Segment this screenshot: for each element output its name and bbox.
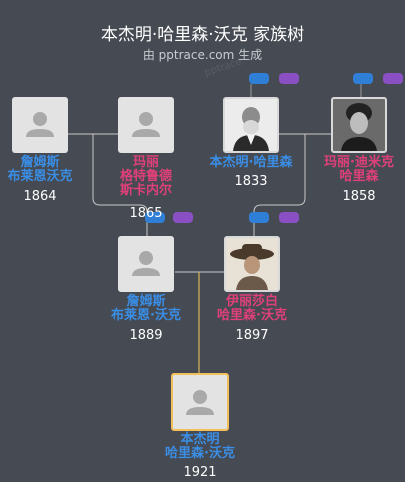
page-title: 本杰明·哈里森·沃克 家族树	[100, 25, 305, 45]
expand-father-button[interactable]	[145, 212, 165, 223]
person-birth-year: 1897	[235, 328, 269, 343]
person-birth-year: 1864	[23, 189, 57, 204]
person-name[interactable]: 本杰明·哈里森	[209, 155, 293, 170]
person-birth-year: 1858	[342, 189, 376, 204]
person-name[interactable]: 伊丽莎白 哈里森·沃克	[217, 294, 287, 323]
person-name[interactable]: 玛丽·迪米克 哈里森	[324, 155, 394, 184]
person-photo[interactable]	[224, 236, 280, 292]
expand-father-button[interactable]	[249, 212, 269, 223]
person-name[interactable]: 詹姆斯 布莱恩·沃克	[111, 294, 181, 323]
person-photo-placeholder[interactable]	[118, 97, 174, 153]
expand-mother-button[interactable]	[279, 212, 299, 223]
person-name[interactable]: 詹姆斯 布莱恩沃克	[7, 155, 73, 184]
focus-person-photo-placeholder[interactable]	[171, 373, 229, 431]
person-silhouette-icon	[132, 112, 160, 137]
person-photo[interactable]	[223, 97, 279, 153]
portrait-image	[226, 238, 278, 290]
person-photo-placeholder[interactable]	[12, 97, 68, 153]
focus-person-name[interactable]: 本杰明 哈里森·沃克	[165, 432, 235, 461]
person-name[interactable]: 玛丽 格特鲁德 斯卡内尔	[119, 155, 172, 198]
person-photo[interactable]	[331, 97, 387, 153]
person-birth-year: 1889	[129, 328, 163, 343]
connector-p3p4-child	[253, 134, 306, 236]
expand-mother-button[interactable]	[383, 73, 403, 84]
page-subtitle: 由 pptrace.com 生成	[142, 48, 263, 62]
expand-mother-button[interactable]	[173, 212, 193, 223]
person-silhouette-icon	[186, 390, 214, 415]
connector-p1p2-child	[92, 134, 148, 236]
person-silhouette-icon	[26, 112, 54, 137]
person-birth-year: 1833	[234, 174, 268, 189]
portrait-image	[225, 99, 277, 151]
person-photo-placeholder[interactable]	[118, 236, 174, 292]
person-birth-year: 1865	[129, 206, 163, 221]
expand-father-button[interactable]	[249, 73, 269, 84]
person-birth-year: 1921	[183, 465, 217, 480]
person-silhouette-icon	[132, 251, 160, 276]
expand-father-button[interactable]	[353, 73, 373, 84]
expand-mother-button[interactable]	[279, 73, 299, 84]
portrait-image	[333, 99, 385, 151]
